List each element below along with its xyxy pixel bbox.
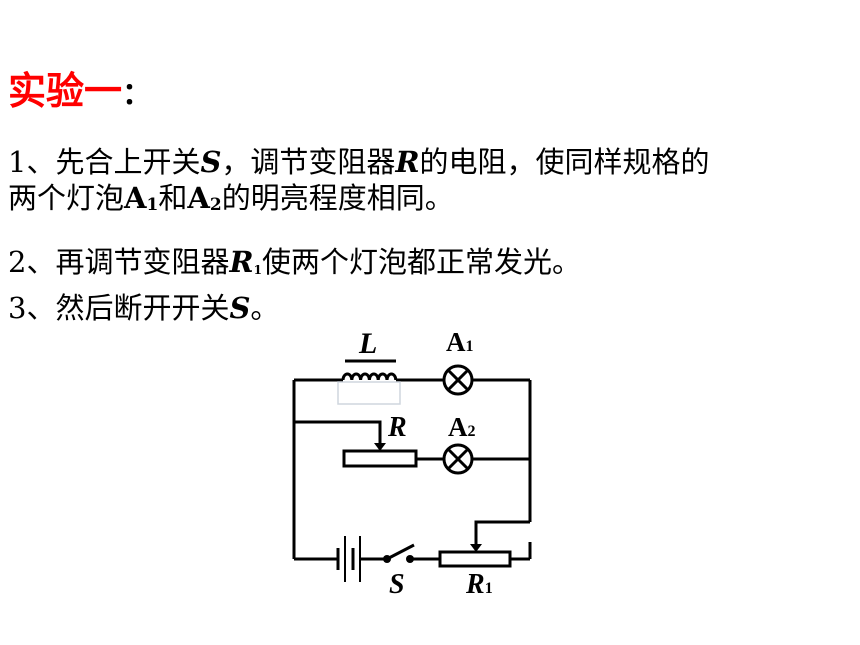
step-text: 使两个灯泡都正常发光。 [261, 245, 581, 279]
title-text: 实验一 [8, 68, 123, 113]
circuit-wires [292, 378, 532, 561]
lamp-a1 [442, 364, 474, 396]
step-text: 的明亮程度相同。 [221, 181, 454, 215]
rheostat-r-slider-wire [294, 420, 382, 447]
rheostat-symbol: R [395, 145, 420, 179]
inductor-coil [341, 372, 398, 381]
rheostat-r1-subscript: 1 [253, 263, 262, 277]
rheostat-r1-symbol: R [229, 245, 254, 279]
step-number: 2、 [8, 245, 56, 279]
switch-symbol: S [200, 145, 222, 179]
switch [383, 543, 415, 563]
step-3: 3、然后断开开关S。 [8, 290, 279, 326]
rheostat-r1-slider-wire [474, 520, 530, 546]
step-1-line-2: 两个灯泡A1和A2的明亮程度相同。 [8, 180, 710, 223]
inductor-label: L [358, 327, 377, 360]
step-text: ，调节变阻器 [221, 145, 396, 179]
rheostat-r-arrow [374, 443, 386, 451]
lamp-a2-subscript: 2 [209, 195, 222, 215]
step-text: 。 [250, 291, 280, 325]
switch-symbol: S [229, 291, 251, 325]
rheostat-r1 [438, 544, 512, 568]
lamp-a2 [442, 443, 474, 475]
rheostat-r1-arrow [470, 544, 482, 552]
step-number: 3、 [8, 291, 56, 325]
rheostat-r [342, 443, 418, 468]
inductor [337, 359, 401, 405]
step-number: 1、 [8, 145, 56, 179]
lamp-a1-label: A1 [446, 327, 474, 357]
step-text: 两个灯泡 [8, 181, 125, 215]
switch-blade [386, 543, 415, 561]
step-1-line-1: 1、先合上开关S，调节变阻器R的电阻，使同样规格的 [8, 144, 710, 180]
rheostat-r-label: R [387, 412, 407, 443]
switch-label: S [389, 569, 405, 600]
rheostat-r1-label: R1 [465, 569, 493, 600]
step-text: 先合上开关 [55, 145, 201, 179]
step-text: 再调节变阻器 [55, 245, 230, 279]
inductor-core [337, 381, 401, 405]
step-text: 的电阻，使同样规格的 [419, 145, 710, 179]
page-title: 实验一： [8, 72, 152, 110]
lamp-a1-symbol: A [124, 181, 147, 215]
step-text: 然后断开开关 [55, 291, 230, 325]
step-2: 2、再调节变阻器R1使两个灯泡都正常发光。 [8, 244, 581, 288]
step-1: 1、先合上开关S，调节变阻器R的电阻，使同样规格的 两个灯泡A1和A2的明亮程度… [8, 144, 710, 223]
lamp-a2-label: A2 [448, 412, 476, 442]
lamp-a2-symbol: A [187, 181, 210, 215]
battery [336, 536, 361, 582]
title-colon: ： [122, 77, 153, 112]
lamp-a1-subscript: 1 [146, 195, 159, 215]
step-text: 和 [158, 181, 188, 215]
